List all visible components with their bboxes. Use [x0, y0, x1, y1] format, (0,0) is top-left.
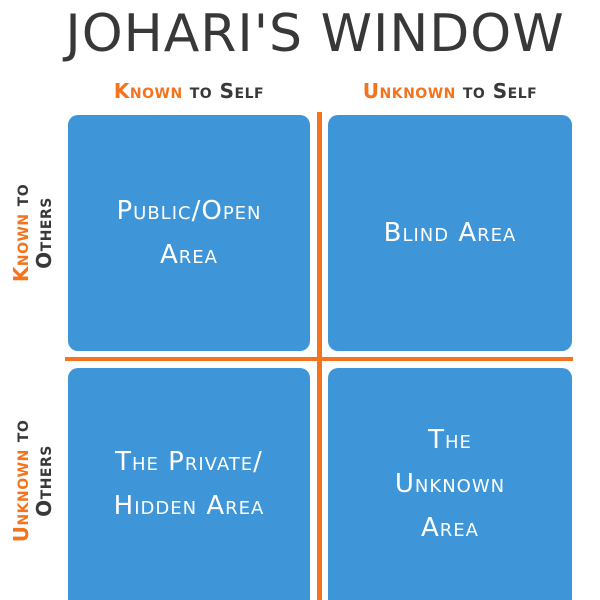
column-header-emphasis: Known [113, 79, 183, 103]
column-header-emphasis: Unknown [362, 79, 456, 103]
row-header-known-to-others: Known to Others [9, 133, 56, 333]
quadrant-public-open-area: Public/Open Area [68, 115, 310, 351]
quadrant-blind-area: Blind Area [328, 115, 572, 351]
row-header-rest: to [9, 419, 33, 443]
row-header-rest: to [9, 183, 33, 207]
quadrant-label-line: Area [421, 513, 479, 543]
quadrant-label-line: Public/Open [116, 196, 262, 226]
quadrant-label-line: Hidden Area [113, 491, 265, 521]
row-header-line-1: Unknown to [9, 381, 33, 581]
quadrant-label-line: The Private/ [115, 447, 263, 477]
quadrant-label-line: Area [160, 240, 218, 270]
quadrant-label-line: The [428, 425, 472, 455]
row-header-emphasis: Known [9, 213, 33, 283]
row-header-line-2: Others [32, 197, 56, 269]
quadrant-unknown-area: The Unknown Area [328, 368, 572, 600]
row-header-emphasis: Unknown [9, 449, 33, 543]
diagram-title: JOHARI'S WINDOW [65, 4, 565, 64]
vertical-divider-line [317, 112, 322, 600]
row-header-unknown-to-others: Unknown to Others [9, 381, 56, 581]
column-header-rest: to Self [462, 79, 538, 103]
row-header-line-2: Others [32, 445, 56, 517]
quadrant-private-hidden-area: The Private/ Hidden Area [68, 368, 310, 600]
quadrant-label-line: Unknown [394, 469, 506, 499]
quadrant-label-line: Blind Area [383, 218, 517, 248]
row-header-line-1: Known to [9, 133, 33, 333]
column-header-rest: to Self [189, 79, 265, 103]
